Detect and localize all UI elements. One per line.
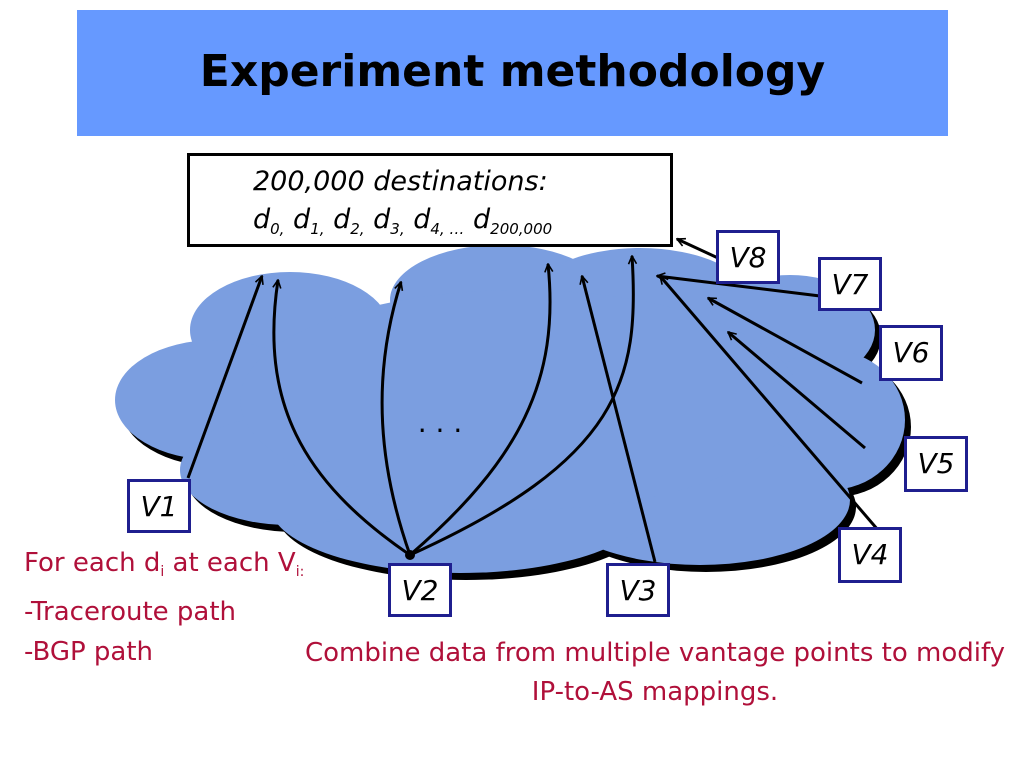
path-v4: [660, 276, 880, 531]
path-v3: [582, 276, 657, 563]
path-v2-a: [274, 280, 411, 557]
dest-d200000: d200,000: [473, 204, 553, 238]
path-v5: [728, 332, 866, 450]
dest-d4: d4, …: [413, 204, 465, 238]
path-v1: [186, 276, 262, 479]
path-v2-d: [409, 256, 633, 557]
vantage-point-v8: V8: [716, 230, 780, 284]
destinations-box: 200,000 destinations: d0, d1, d2, d3, d4…: [187, 153, 673, 247]
vantage-point-v6: V6: [879, 325, 943, 381]
cloud: [115, 245, 905, 573]
combine-caption: Combine data from multiple vantage point…: [304, 638, 1006, 707]
paths: [186, 237, 880, 563]
per-destination-note: For each di at each Vi: -Traceroute path…: [24, 543, 304, 672]
vantage-point-v2: V2: [388, 563, 452, 617]
destinations-list: d0, d1, d2, d3, d4, … d200,000: [253, 204, 552, 238]
destinations-heading: 200,000 destinations:: [253, 166, 548, 197]
v2-node: [405, 550, 415, 560]
vantage-point-v4: V4: [838, 527, 902, 583]
note-line-2: -Traceroute path: [24, 597, 237, 627]
dest-d1: d1,: [293, 204, 325, 238]
dest-d2: d2,: [333, 204, 365, 238]
path-v6: [708, 296, 863, 385]
dest-d0: d0,: [253, 204, 285, 238]
dest-d3: d3,: [373, 204, 405, 238]
slide-title: Experiment methodology: [199, 46, 826, 97]
note-line-1: For each di at each Vi:: [24, 548, 305, 580]
vantage-point-v5: V5: [904, 436, 968, 492]
path-v2-b: [380, 282, 412, 556]
path-v8: [677, 237, 719, 260]
note-line-3: -BGP path: [24, 637, 154, 667]
ellipsis: · · ·: [418, 414, 463, 447]
vantage-point-v3: V3: [606, 563, 670, 617]
path-v7: [657, 276, 821, 298]
vantage-point-v7: V7: [818, 257, 882, 311]
title-bar: Experiment methodology: [77, 10, 948, 136]
path-v2-c: [409, 264, 550, 557]
vantage-point-v1: V1: [127, 479, 191, 533]
